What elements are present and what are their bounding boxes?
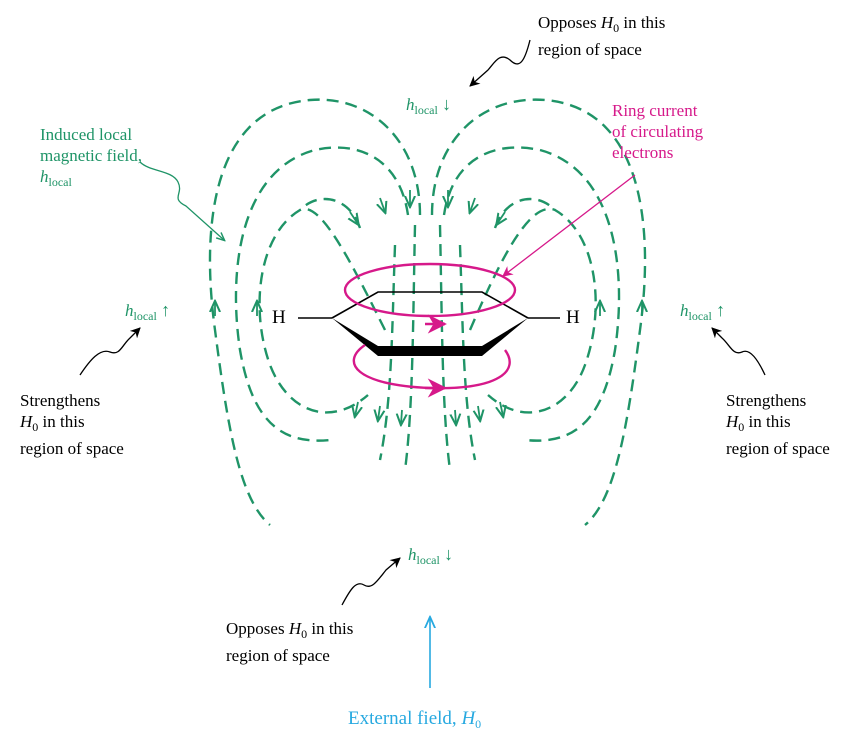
label-opposes-top: Opposes H0 in this region of space xyxy=(538,13,666,59)
field-line-center-1 xyxy=(378,244,397,461)
field-line-center-2 xyxy=(403,224,417,471)
label-hlocal-top: hlocal ↓ xyxy=(406,94,452,117)
pointer-strengthens-right xyxy=(711,327,766,376)
arrow-down-bottom-4 xyxy=(455,409,456,424)
pointer-strengthens-left xyxy=(79,327,141,376)
pointer-opposes-top xyxy=(469,39,531,87)
benzene-ring xyxy=(298,291,560,356)
arrow-down-right-inner xyxy=(497,211,505,224)
label-hydrogen-right: H xyxy=(566,307,580,328)
label-induced-field: Induced local magnetic field, hlocal xyxy=(40,125,142,189)
field-line-right-outer xyxy=(430,98,647,526)
pointer-induced xyxy=(139,161,224,240)
arrow-down-left-mid xyxy=(380,197,385,212)
field-line-left-inner xyxy=(258,207,387,414)
benzene-bottom-edge xyxy=(332,318,528,356)
arrow-down-bottom-1 xyxy=(355,401,358,416)
ring-current xyxy=(343,174,636,398)
field-direction-arrows xyxy=(215,190,642,424)
field-line-right-middle xyxy=(442,146,621,442)
field-line-left-outer xyxy=(208,98,422,526)
field-line-left-middle xyxy=(234,146,410,442)
pointers xyxy=(79,39,766,606)
label-hydrogen-left: H xyxy=(272,307,286,328)
field-line-right-inner xyxy=(468,207,597,414)
field-line-center-4 xyxy=(458,244,477,461)
arrow-down-bottom-6 xyxy=(500,401,503,416)
label-strengthens-left: Strengthens H0 in this region of space xyxy=(20,391,124,458)
label-opposes-bottom: Opposes H0 in this region of space xyxy=(226,619,354,665)
label-strengthens-right: Strengthens H0 in this region of space xyxy=(726,391,830,458)
label-hlocal-bottom: hlocal ↓ xyxy=(408,544,454,567)
benzene-top-edges xyxy=(331,291,529,319)
label-ring-current: Ring current of circulating electrons xyxy=(612,101,704,162)
arrow-down-bottom-2 xyxy=(378,405,380,420)
ring-current-upper xyxy=(343,262,517,318)
field-line-center-3 xyxy=(438,224,452,471)
arrow-down-bottom-3 xyxy=(401,409,402,424)
arrow-down-left-inner xyxy=(350,211,358,224)
label-hlocal-right: hlocal ↑ xyxy=(680,300,726,323)
pointer-opposes-bottom xyxy=(341,557,401,606)
ring-current-pointer xyxy=(502,174,636,277)
label-hlocal-left: hlocal ↑ xyxy=(125,300,171,323)
arrow-down-bottom-5 xyxy=(478,405,480,420)
label-external-field: External field, H0 xyxy=(348,708,482,731)
arrow-down-right-mid xyxy=(470,197,475,212)
